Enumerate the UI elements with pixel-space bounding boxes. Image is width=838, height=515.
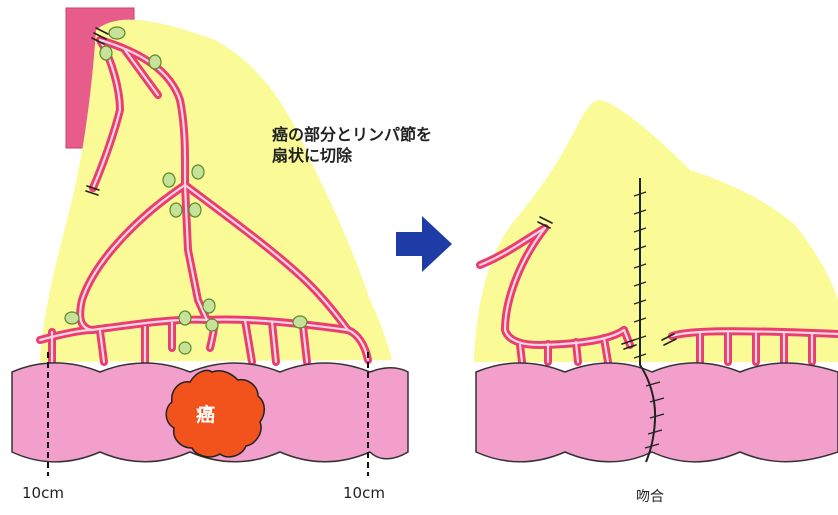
lymph-node bbox=[206, 319, 218, 331]
lymph-node bbox=[100, 46, 112, 60]
colon-right bbox=[476, 363, 838, 462]
lymph-node bbox=[163, 173, 175, 187]
lymph-node bbox=[65, 312, 79, 324]
lymph-node bbox=[149, 55, 161, 69]
tumor-label: 癌 bbox=[196, 400, 215, 427]
lymph-node bbox=[170, 203, 182, 217]
lymph-node bbox=[179, 342, 191, 354]
mesentery-fan-right bbox=[474, 100, 838, 362]
lymph-node bbox=[109, 27, 125, 39]
tumor bbox=[166, 370, 264, 456]
arrow-icon bbox=[396, 216, 452, 272]
caption-line-2: 扇状に切除 bbox=[272, 145, 432, 166]
margin-label-right: 10cm bbox=[343, 484, 385, 502]
lymph-node bbox=[179, 311, 191, 325]
lymph-node bbox=[192, 165, 204, 179]
right-panel bbox=[474, 100, 838, 462]
lymph-node bbox=[293, 316, 307, 328]
margin-label-left: 10cm bbox=[22, 484, 64, 502]
lymph-node bbox=[203, 299, 215, 313]
resection-caption: 癌の部分とリンパ節を 扇状に切除 bbox=[272, 124, 432, 166]
caption-line-1: 癌の部分とリンパ節を bbox=[272, 124, 432, 145]
lymph-node bbox=[189, 203, 201, 217]
anastomosis-label: 吻合 bbox=[636, 486, 664, 506]
